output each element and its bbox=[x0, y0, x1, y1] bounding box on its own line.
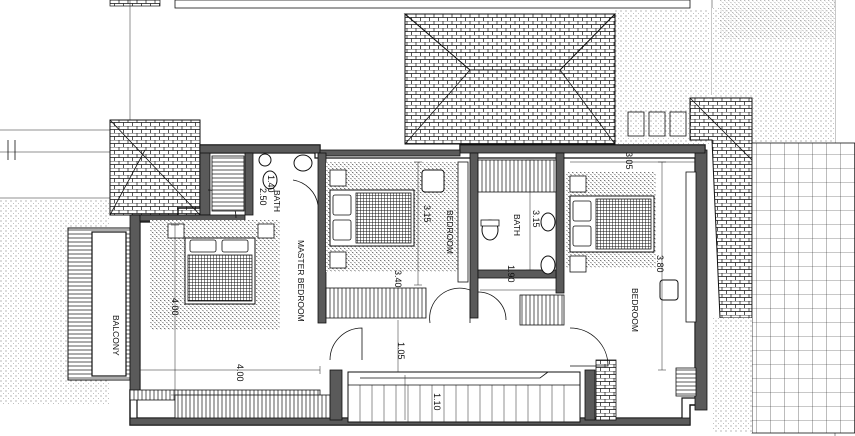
room-label-bedroom-mid: BEDROOM bbox=[445, 210, 455, 254]
central-roof bbox=[403, 13, 617, 145]
room-label-bedroom-right: BEDROOM bbox=[630, 288, 640, 332]
window-box-3 bbox=[669, 111, 687, 137]
staircase bbox=[347, 371, 581, 423]
top-left-wall-strip bbox=[109, 0, 161, 7]
dimension-lines bbox=[139, 159, 695, 420]
right-lower-hatch bbox=[712, 318, 752, 433]
mid-bedroom-furniture bbox=[326, 161, 469, 283]
site-boundary-lines bbox=[0, 0, 836, 436]
mid-bath-fixtures bbox=[477, 159, 557, 275]
balcony bbox=[67, 227, 131, 381]
left-roof bbox=[109, 119, 201, 216]
right-bedroom-furniture bbox=[566, 171, 697, 323]
dim-label-400-vertical: 4.00 bbox=[170, 298, 180, 316]
window-box-2 bbox=[648, 111, 666, 137]
left-boundary-ticks bbox=[7, 140, 16, 160]
dim-label-140: 1.40 bbox=[266, 175, 276, 193]
dim-label-110: 1.10 bbox=[432, 393, 442, 411]
interior-walls bbox=[139, 152, 697, 421]
left-bath-fixtures bbox=[211, 153, 313, 212]
top-wall-strip bbox=[174, 0, 691, 9]
dim-label-315-mid: 3.15 bbox=[422, 205, 432, 223]
top-right-hatch bbox=[720, 0, 835, 40]
room-label-bath-mid: BATH bbox=[512, 214, 522, 236]
dim-label-400-horizontal: 4.00 bbox=[235, 364, 245, 382]
right-terrace-grid bbox=[751, 142, 855, 434]
room-label-master-bedroom: MASTER BEDROOM bbox=[296, 240, 306, 322]
window-box-1 bbox=[627, 111, 645, 137]
dim-label-380: 3.80 bbox=[655, 255, 665, 273]
dim-label-315-bath: 3.15 bbox=[531, 210, 541, 228]
master-bedroom-furniture bbox=[150, 220, 280, 330]
room-label-bath-left: BATH bbox=[272, 190, 282, 212]
dim-label-105: 1.05 bbox=[396, 342, 406, 360]
room-label-balcony: BALCONY bbox=[111, 315, 121, 356]
dim-label-305: 3.05 bbox=[624, 152, 634, 170]
dim-label-250: 2.50 bbox=[258, 188, 268, 206]
dim-label-340: 3.40 bbox=[393, 270, 403, 288]
dim-label-190: 1.90 bbox=[506, 265, 516, 283]
